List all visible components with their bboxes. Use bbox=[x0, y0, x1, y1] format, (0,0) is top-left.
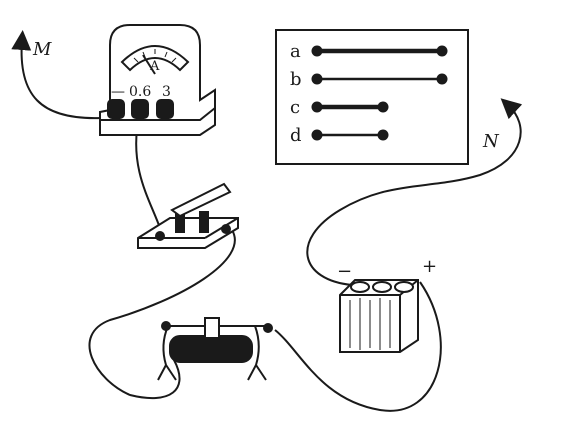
wire-row-b: b bbox=[290, 69, 448, 90]
wire-m[interactable] bbox=[11, 30, 102, 120]
switch-blade[interactable] bbox=[170, 182, 232, 218]
wire-end-b-right[interactable] bbox=[436, 73, 448, 85]
terminal-label-n: N bbox=[482, 131, 500, 152]
ammeter-terminal-3: 3 bbox=[162, 84, 171, 100]
terminal-label-m: M bbox=[32, 39, 52, 60]
wire-end-a-right[interactable] bbox=[436, 45, 448, 57]
wire-row-d: d bbox=[290, 125, 389, 146]
ammeter-dial bbox=[120, 45, 190, 72]
rheostat-slider[interactable] bbox=[204, 317, 220, 339]
wire-end-c-right[interactable] bbox=[377, 101, 389, 113]
rheostat-coil bbox=[169, 335, 253, 363]
battery-terminals[interactable] bbox=[350, 281, 414, 293]
ammeter-unit-label: A bbox=[149, 59, 160, 74]
wires bbox=[11, 30, 523, 412]
wire-end-d-right[interactable] bbox=[377, 129, 389, 141]
rheostat-right-stand bbox=[247, 325, 267, 381]
wire-end-c-left[interactable] bbox=[311, 101, 323, 113]
rheostat[interactable] bbox=[157, 317, 273, 381]
wire-ammeter-switch[interactable] bbox=[135, 121, 161, 229]
ammeter-needle bbox=[142, 54, 156, 75]
ammeter-body bbox=[99, 24, 216, 136]
battery-minus-label: − bbox=[337, 261, 352, 282]
battery-plus-label: + bbox=[422, 256, 437, 277]
wire-row-c: c bbox=[290, 97, 389, 118]
wire-label-b: b bbox=[290, 69, 302, 90]
ammeter-terminal-minus: — bbox=[111, 84, 125, 100]
ammeter-terminal-posts[interactable] bbox=[107, 99, 174, 119]
wire-rheostat-battery[interactable] bbox=[274, 281, 442, 412]
wire-switch-rheostat[interactable] bbox=[88, 229, 236, 400]
wire-label-d: d bbox=[290, 125, 302, 146]
switch-base bbox=[137, 217, 239, 249]
ammeter-terminal-06: 0.6 bbox=[129, 84, 151, 100]
wire-end-d-left[interactable] bbox=[311, 129, 323, 141]
battery[interactable] bbox=[339, 279, 419, 353]
wire-n[interactable] bbox=[306, 98, 523, 286]
wire-row-a: a bbox=[290, 41, 448, 62]
wire-end-a-left[interactable] bbox=[311, 45, 323, 57]
ammeter[interactable]: A — 0.6 3 bbox=[99, 24, 216, 136]
knife-switch[interactable] bbox=[137, 182, 239, 249]
wire-label-a: a bbox=[290, 41, 301, 62]
wire-end-b-left[interactable] bbox=[311, 73, 323, 85]
wire-label-c: c bbox=[290, 97, 300, 118]
ammeter-base bbox=[100, 107, 216, 121]
